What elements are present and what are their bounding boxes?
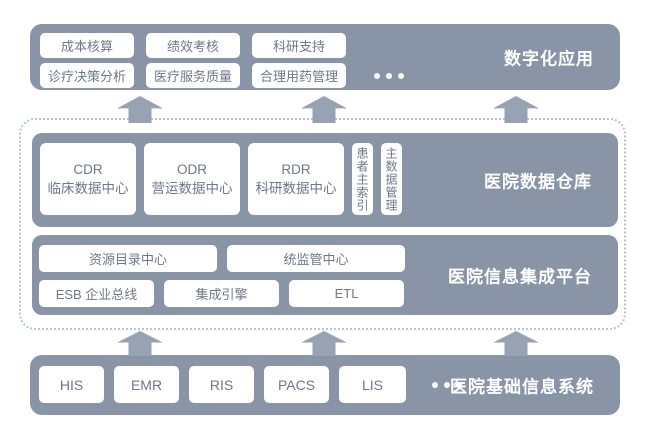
data-center-name: 临床数据中心 <box>47 181 129 196</box>
dot <box>374 72 380 79</box>
dot <box>432 381 438 388</box>
ellipsis-dots <box>432 381 462 388</box>
integration-row-1: 资源目录中心 统监管中心 <box>39 245 405 272</box>
integration-row-2: ESB 企业总线 集成引擎 ETL <box>39 280 404 307</box>
dot <box>386 72 392 79</box>
app-box: 诊疗决策分析 <box>40 63 134 88</box>
data-center-box: ODR 营运数据中心 <box>144 143 240 215</box>
vertical-pillar-box: 主数据管理 <box>381 143 402 215</box>
app-box: 绩效考核 <box>146 33 240 58</box>
integration-box: 集成引擎 <box>164 280 279 307</box>
layer-label: 医院基础信息系统 <box>450 377 594 397</box>
layer-label: 医院数据仓库 <box>484 172 592 192</box>
app-box: 科研支持 <box>252 33 346 58</box>
data-center-abbr: CDR <box>73 162 103 177</box>
system-box: HIS <box>39 366 104 403</box>
app-box: 成本核算 <box>40 33 134 58</box>
up-arrow-icon <box>117 331 163 356</box>
data-center-name: 营运数据中心 <box>151 181 233 196</box>
dot <box>398 72 404 79</box>
integration-box: ESB 企业总线 <box>39 280 154 307</box>
layer-data-warehouse: CDR 临床数据中心 ODR 营运数据中心 RDR 科研数据中心 患者主索引 主… <box>32 133 618 227</box>
layer-label: 数字化应用 <box>504 49 594 69</box>
data-center-box: CDR 临床数据中心 <box>40 143 136 215</box>
app-box: 合理用药管理 <box>252 63 346 88</box>
foundation-row: HIS EMR RIS PACS LIS <box>39 366 462 403</box>
apps-row-1: 成本核算 绩效考核 科研支持 <box>40 33 346 58</box>
integration-box: 资源目录中心 <box>39 245 217 272</box>
layer-label: 医院信息集成平台 <box>448 267 592 287</box>
data-center-abbr: RDR <box>281 162 311 177</box>
integration-box: 统监管中心 <box>227 245 405 272</box>
layer-integration-platform: 资源目录中心 统监管中心 ESB 企业总线 集成引擎 ETL 医院信息集成平台 <box>32 235 618 315</box>
up-arrow-icon <box>301 331 347 356</box>
up-arrow-icon <box>493 331 539 356</box>
ellipsis-dots <box>374 72 404 79</box>
warehouse-row: CDR 临床数据中心 ODR 营运数据中心 RDR 科研数据中心 患者主索引 主… <box>40 143 402 215</box>
data-center-abbr: ODR <box>177 162 207 177</box>
dot <box>456 381 462 388</box>
system-box: EMR <box>114 366 179 403</box>
system-box: PACS <box>264 366 329 403</box>
dot <box>444 381 450 388</box>
integration-box: ETL <box>289 280 404 307</box>
system-box: LIS <box>339 366 406 403</box>
apps-row-2: 诊疗决策分析 医疗服务质量 合理用药管理 <box>40 63 404 88</box>
data-center-name: 科研数据中心 <box>255 181 337 196</box>
system-box: RIS <box>189 366 254 403</box>
vertical-pillar-box: 患者主索引 <box>352 143 373 215</box>
app-box: 医疗服务质量 <box>146 63 240 88</box>
data-center-box: RDR 科研数据中心 <box>248 143 344 215</box>
layer-foundation-systems: HIS EMR RIS PACS LIS 医院基础信息系统 <box>30 355 620 415</box>
layer-digital-applications: 成本核算 绩效考核 科研支持 诊疗决策分析 医疗服务质量 合理用药管理 数字化应… <box>30 24 620 90</box>
